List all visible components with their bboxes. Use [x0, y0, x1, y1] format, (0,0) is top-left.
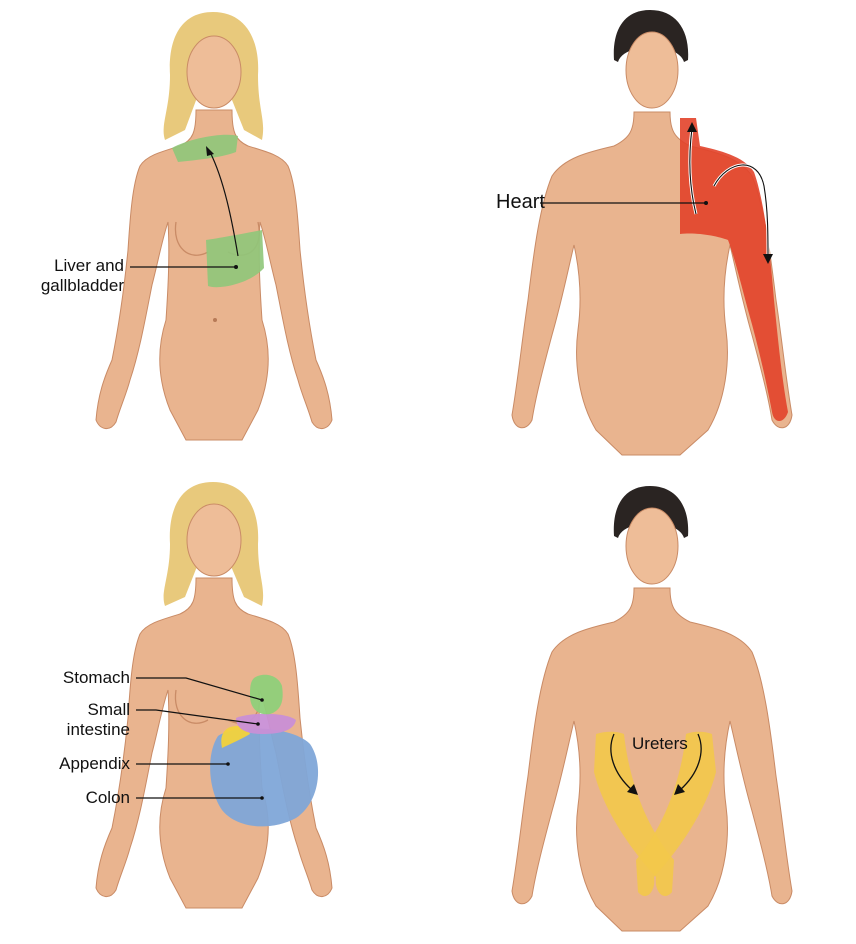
label-liver-line2: gallbladder: [0, 276, 124, 296]
label-small-intestine-line2: intestine: [0, 720, 130, 740]
female-figure-top: [0, 0, 428, 472]
male-figure-top: [428, 0, 856, 472]
label-heart: Heart: [496, 192, 545, 212]
male-figure-bottom: [428, 472, 856, 944]
navel: [213, 318, 217, 322]
female-face-2: [187, 504, 241, 576]
panel-ureters: Ureters: [428, 472, 856, 944]
label-stomach: Stomach: [0, 668, 130, 688]
label-liver-and-gallbladder: Liver and gallbladder: [0, 256, 124, 296]
stomach-leader-dot: [260, 698, 264, 702]
panel-liver-gallbladder: Liver and gallbladder: [0, 0, 428, 472]
female-face: [187, 36, 241, 108]
male-face-2: [626, 508, 678, 584]
label-appendix: Appendix: [0, 754, 130, 774]
label-ureters: Ureters: [632, 734, 688, 754]
heart-leader-dot: [704, 201, 708, 205]
panel-heart: Heart: [428, 0, 856, 472]
label-colon: Colon: [0, 788, 130, 808]
stomach-region: [250, 675, 283, 715]
liver-leader-dot: [234, 265, 238, 269]
small-intestine-leader-dot: [256, 722, 260, 726]
label-small-intestine-line1: Small: [0, 700, 130, 720]
label-small-intestine: Small intestine: [0, 700, 130, 740]
appendix-leader-dot: [226, 762, 230, 766]
panel-abdominal-organs: Stomach Small intestine Appendix Colon: [0, 472, 428, 944]
colon-leader-dot: [260, 796, 264, 800]
male-face: [626, 32, 678, 108]
label-liver-line1: Liver and: [0, 256, 124, 276]
